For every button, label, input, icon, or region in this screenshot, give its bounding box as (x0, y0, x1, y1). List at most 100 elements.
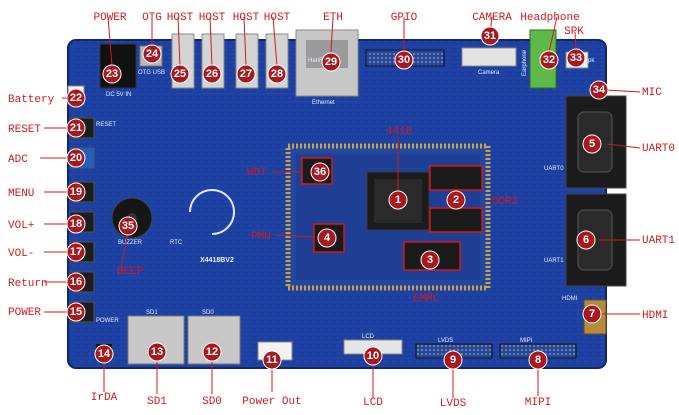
callout-number-13: 13 (151, 346, 163, 358)
callout-badge-10 (363, 346, 383, 366)
silk-rtc: RTC (170, 240, 183, 246)
callout-number-19: 19 (70, 186, 82, 198)
callout-badge-13 (147, 342, 167, 362)
callout-badge-7 (582, 304, 602, 324)
callout-badge-33 (566, 48, 586, 68)
callout-badge-20 (66, 148, 86, 168)
callout-badge-32 (539, 50, 559, 70)
callout-number-16: 16 (70, 276, 82, 288)
silk-earphone: Earphone (522, 49, 528, 76)
callout-label-13: SD1 (147, 396, 167, 408)
silk-uart0: UART0 (544, 166, 564, 172)
callout-label-30: GPIO (391, 12, 418, 24)
callout-badge-26 (202, 64, 222, 84)
callout-label-14: IrDA (91, 392, 118, 404)
callout-number-5: 5 (589, 138, 595, 150)
callout-label-15: POWER (8, 307, 41, 319)
pmu-label: PMU (251, 231, 271, 243)
callout-label-21: RESET (8, 124, 41, 136)
silk-hdmi: HDMI (562, 296, 578, 302)
callout-label-28: HOST (264, 12, 291, 24)
callout-badge-8 (528, 350, 548, 370)
callout-label-22: Battery (8, 94, 55, 106)
callout-label-7: HDMI (642, 310, 668, 322)
callout-number-1: 1 (395, 194, 401, 206)
callout-label-17: VOL- (8, 248, 34, 260)
callout-label-9: LVDS (440, 398, 467, 410)
silk-uart1: UART1 (544, 258, 564, 264)
silk-dc-in: DC 5V IN (106, 92, 131, 98)
callout-badge-19 (66, 182, 86, 202)
callout-label-16: Return (8, 278, 48, 290)
callout-label-32: Headphone (520, 12, 579, 24)
callout-number-31: 31 (484, 30, 496, 42)
callout-label-12: SD0 (202, 396, 222, 408)
callout-badge-1 (388, 190, 408, 210)
callout-number-15: 15 (70, 306, 82, 318)
callout-badge-18 (66, 214, 86, 234)
callout-number-29: 29 (325, 56, 337, 68)
callout-number-34: 34 (593, 84, 606, 96)
callout-label-10: LCD (363, 397, 383, 409)
emmc-label: EMMC (413, 293, 440, 305)
callout-number-33: 33 (570, 52, 582, 64)
callout-number-8: 8 (535, 354, 541, 366)
callout-label-23: POWER (93, 12, 126, 24)
callout-label-33: SPK (564, 26, 584, 38)
callout-number-4: 4 (324, 232, 331, 244)
callout-number-21: 21 (70, 122, 82, 134)
silk-lvds: LVDS (438, 338, 453, 344)
dc-jack (99, 43, 137, 89)
callout-number-11: 11 (266, 354, 278, 366)
callout-number-7: 7 (589, 308, 595, 320)
callout-badge-11 (262, 350, 282, 370)
silk-spk: Spk (584, 58, 595, 64)
callout-badge-17 (66, 242, 86, 262)
callout-label-26: HOST (199, 12, 226, 24)
callout-badge-5 (582, 134, 602, 154)
callout-badge-30 (394, 50, 414, 70)
callout-label-19: MENU (8, 188, 34, 200)
silk-camera: Camera (478, 70, 500, 76)
silk-model: X4418BV2 (200, 257, 234, 264)
callout-number-22: 22 (70, 92, 82, 104)
silk-lcd: LCD (362, 334, 375, 340)
callout-number-9: 9 (450, 354, 456, 366)
callout-label-5: UART0 (642, 143, 675, 155)
callout-badge-14 (94, 344, 114, 364)
callout-number-32: 32 (543, 54, 555, 66)
callout-label-34: MIC (642, 87, 662, 99)
ddr3-label: DDR3 (492, 196, 518, 208)
callout-number-6: 6 (583, 234, 589, 246)
callout-label-6: UART1 (642, 235, 675, 247)
callout-badge-27 (236, 64, 256, 84)
callout-badge-4 (317, 228, 337, 248)
soc-label: 4418 (386, 126, 412, 138)
callout-number-17: 17 (70, 246, 82, 258)
callout-label-20: ADC (8, 154, 28, 166)
callout-number-28: 28 (271, 68, 283, 80)
silk-otg-usb: OTG USB (138, 70, 165, 76)
callout-badge-36 (310, 162, 330, 182)
silk-reset: RESET (96, 122, 116, 128)
ddr3-chip-top (429, 165, 483, 191)
callout-number-20: 20 (70, 152, 82, 164)
callout-number-2: 2 (453, 194, 459, 206)
silk-sd0: SD0 (202, 310, 214, 316)
silk-sd1: SD1 (146, 310, 158, 316)
callout-number-30: 30 (398, 54, 410, 66)
callout-number-35: 35 (122, 220, 134, 232)
callout-badge-15 (66, 302, 86, 322)
callout-badge-31 (480, 26, 500, 46)
callout-number-36: 36 (314, 166, 326, 178)
callout-badge-24 (142, 44, 162, 64)
callout-badge-21 (66, 118, 86, 138)
callout-badge-12 (202, 342, 222, 362)
callout-label-24: OTG (142, 12, 162, 24)
callout-badge-23 (102, 64, 122, 84)
callout-badge-9 (443, 350, 463, 370)
callout-badge-35 (118, 216, 138, 236)
